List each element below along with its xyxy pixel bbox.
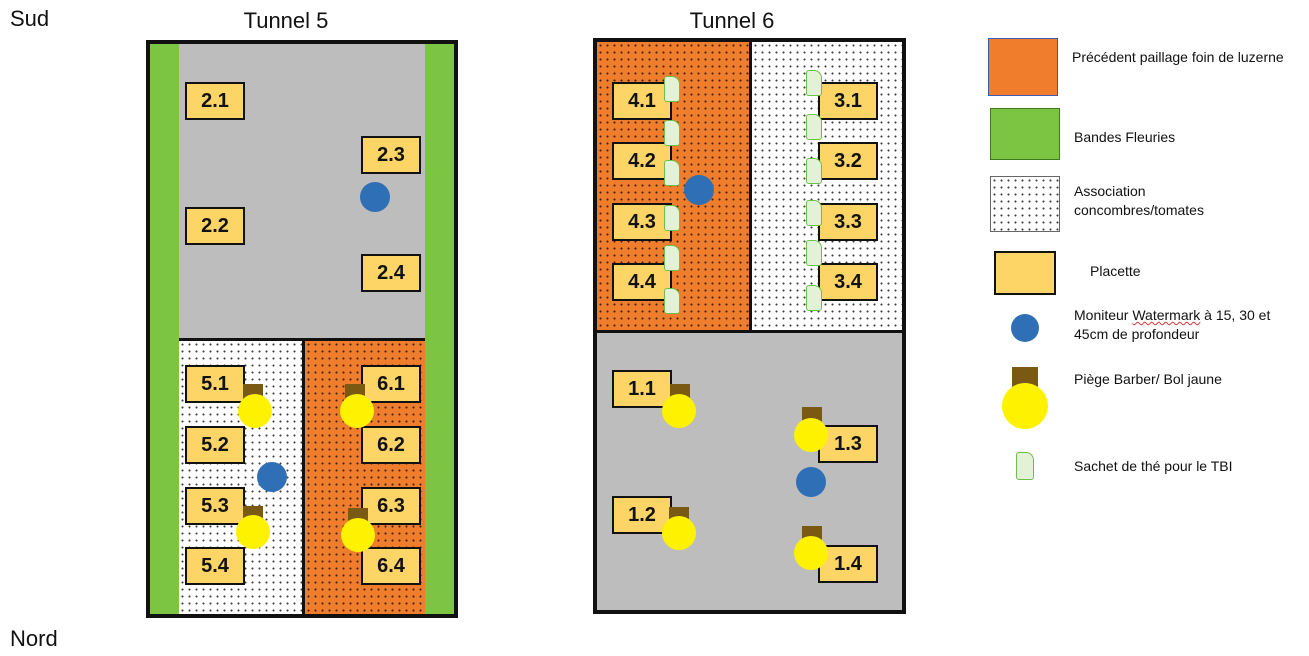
barber-trap <box>236 515 270 549</box>
tea-bag-icon <box>664 205 680 231</box>
barber-trap <box>341 518 375 552</box>
flower-strip-left <box>150 44 179 614</box>
plot-3-2: 3.2 <box>818 142 878 180</box>
barber-trap <box>662 516 696 550</box>
legend-monitor-text-prefix: Moniteur <box>1074 307 1133 323</box>
legend-flower-strip-swatch <box>990 108 1060 160</box>
plot-6-1: 6.1 <box>361 365 421 403</box>
plot-2-3: 2.3 <box>361 136 421 174</box>
tea-bag-icon <box>664 120 680 146</box>
legend-monitor-text-word: Watermark <box>1132 307 1201 323</box>
watermark-monitor <box>257 462 287 492</box>
tunnel-6-vertical-divider <box>749 42 752 330</box>
plot-5-2: 5.2 <box>185 426 245 464</box>
tunnel-5 <box>146 40 458 618</box>
legend-association-label: Association concombres/tomates <box>1074 183 1204 218</box>
plot-2-4: 2.4 <box>361 254 421 292</box>
tunnel-5-title: Tunnel 5 <box>243 8 329 33</box>
legend-monitor-label: Moniteur Watermark à 15, 30 et 45cm de p… <box>1074 306 1306 344</box>
plot-5-3: 5.3 <box>185 487 245 525</box>
legend-mulch-swatch <box>988 38 1058 96</box>
plot-3-4: 3.4 <box>818 263 878 301</box>
tea-bag-icon <box>806 70 822 96</box>
legend-trap-label: Piège Barber/ Bol jaune <box>1074 371 1222 387</box>
barber-trap <box>662 394 696 428</box>
plot-5-1: 5.1 <box>185 365 245 403</box>
barber-trap <box>794 536 828 570</box>
legend-tea-bag-icon <box>1016 452 1034 480</box>
watermark-monitor <box>796 467 826 497</box>
tunnel-6-title: Tunnel 6 <box>689 8 775 33</box>
flower-strip-right <box>425 44 454 614</box>
plot-2-1: 2.1 <box>185 82 245 120</box>
plot-1-3: 1.3 <box>818 425 878 463</box>
plot-4-3: 4.3 <box>612 203 672 241</box>
watermark-monitor <box>360 182 390 212</box>
barber-trap <box>340 394 374 428</box>
plot-3-1: 3.1 <box>818 82 878 120</box>
legend-trap-icon <box>1002 383 1048 429</box>
legend-monitor-text-suffix: à 15, 30 et 45cm de profondeur <box>1074 307 1271 342</box>
legend-monitor-icon <box>1011 314 1039 342</box>
legend-flower-strip-label: Bandes Fleuries <box>1074 129 1176 145</box>
plot-1-1: 1.1 <box>612 370 672 408</box>
tea-bag-icon <box>806 200 822 226</box>
north-label: Nord <box>10 626 58 651</box>
tea-bag-icon <box>664 160 680 186</box>
barber-trap <box>794 418 828 452</box>
barber-trap <box>238 394 272 428</box>
legend-mulch-label: Précédent paillage foin de luzerne <box>1072 49 1284 65</box>
plot-3-3: 3.3 <box>818 203 878 241</box>
plot-5-4: 5.4 <box>185 547 245 585</box>
tunnel-5-vertical-divider <box>302 338 305 614</box>
legend-tea-bag-label: Sachet de thé pour le TBI <box>1074 458 1233 474</box>
south-label: Sud <box>10 6 50 31</box>
tea-bag-icon <box>664 288 680 314</box>
plot-4-2: 4.2 <box>612 142 672 180</box>
plot-6-2: 6.2 <box>361 426 421 464</box>
tunnel-6-divider <box>597 330 902 333</box>
plot-6-3: 6.3 <box>361 487 421 525</box>
tea-bag-icon <box>664 245 680 271</box>
tea-bag-icon <box>806 114 822 140</box>
legend-plot-swatch <box>994 251 1056 295</box>
watermark-monitor <box>684 175 714 205</box>
tea-bag-icon <box>806 285 822 311</box>
plot-4-4: 4.4 <box>612 263 672 301</box>
plot-2-2: 2.2 <box>185 207 245 245</box>
plot-4-1: 4.1 <box>612 82 672 120</box>
tea-bag-icon <box>664 76 680 102</box>
tea-bag-icon <box>806 240 822 266</box>
tea-bag-icon <box>806 158 822 184</box>
legend-association-swatch <box>990 176 1060 232</box>
plot-6-4: 6.4 <box>361 547 421 585</box>
legend-plot-label: Placette <box>1090 263 1141 279</box>
